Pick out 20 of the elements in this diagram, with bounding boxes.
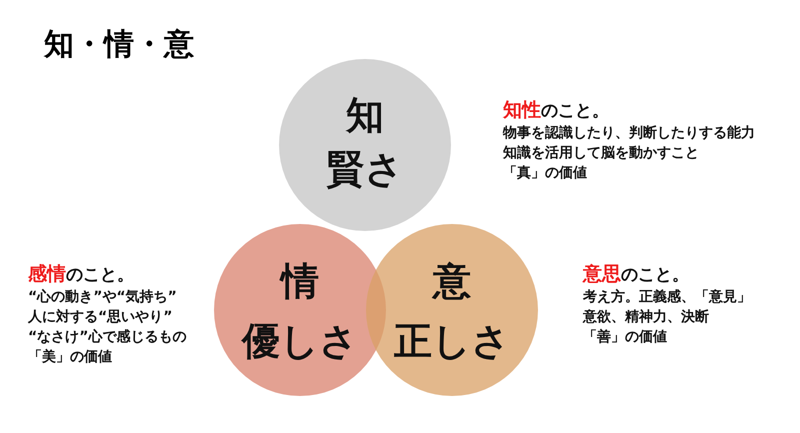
annotation-line: 知識を活用して脳を動かすこと	[503, 144, 700, 163]
circle-heading: 情	[278, 262, 320, 300]
annotation-line: “なさけ”心で感じるもの	[28, 328, 186, 347]
annotation-line: “心の動き”や“気持ち”	[28, 288, 178, 307]
circle-heading: 意	[430, 262, 472, 300]
circle-label: 賢さ	[326, 150, 404, 188]
annotation-line: 人に対する“思いやり”	[28, 308, 174, 327]
annotation-line: 「真」の価値	[503, 164, 588, 183]
annotation-line: 考え方。正義感、「意見」	[583, 288, 751, 307]
annotation-line: 「善」の価値	[583, 328, 668, 347]
annotation-heading: 感情のこと。	[28, 262, 135, 287]
annotation-heading: 意思のこと。	[583, 262, 690, 287]
circle-label: 優しさ	[240, 322, 359, 360]
annotation-line: 物事を認識したり、判断したりする能力	[503, 124, 755, 143]
title: 知・情・意	[44, 26, 194, 64]
annotation-line: 「美」の価値	[28, 348, 113, 367]
annotation-line: 意欲、精神力、決断	[583, 308, 710, 327]
circle-heading: 知	[344, 96, 385, 134]
circle-label: 正しさ	[393, 322, 511, 360]
annotation-heading: 知性のこと。	[503, 98, 610, 123]
